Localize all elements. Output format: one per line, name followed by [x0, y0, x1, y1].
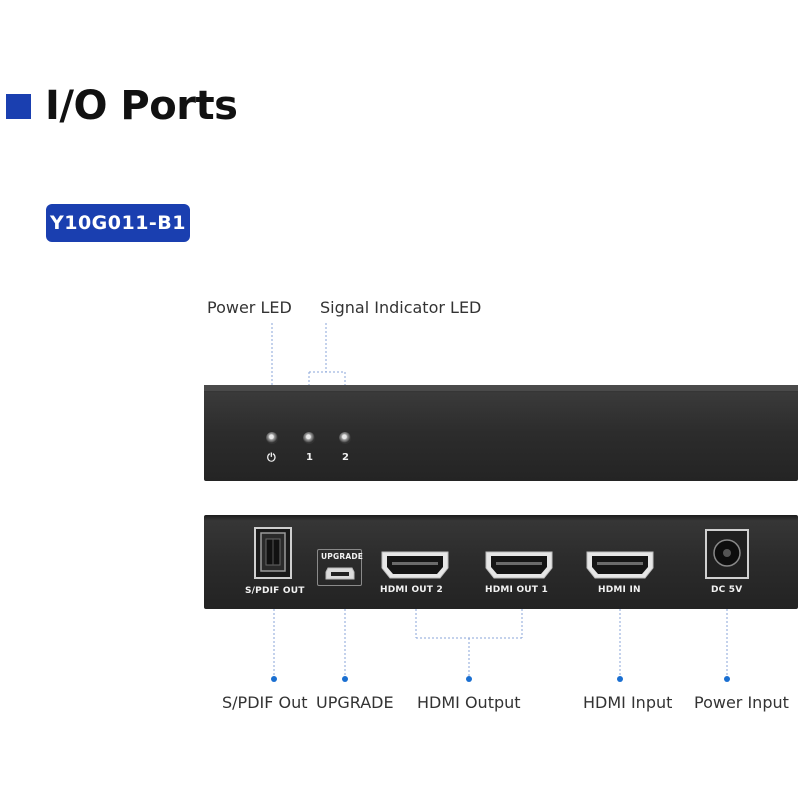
callout-spdif-out: S/PDIF Out — [222, 693, 308, 712]
micro-usb-port-icon — [325, 567, 355, 580]
callout-hdmi-output: HDMI Output — [417, 693, 521, 712]
leader-dot — [466, 676, 472, 682]
callout-signal-led: Signal Indicator LED — [320, 298, 482, 317]
led-label-2: 2 — [342, 452, 349, 463]
leader-dot — [271, 676, 277, 682]
callout-upgrade: UPGRADE — [316, 693, 394, 712]
model-badge: Y10G011-B1 — [46, 204, 190, 242]
spdif-port-icon — [254, 527, 292, 579]
port-label-spdif-out: S/PDIF OUT — [245, 586, 305, 596]
port-label-hdmi-out-1: HDMI OUT 1 — [485, 585, 548, 595]
leader-dot — [617, 676, 623, 682]
port-label-upgrade: UPGRADE — [321, 552, 364, 561]
leader-dot — [342, 676, 348, 682]
heading-square-icon — [6, 93, 31, 119]
leader-dot — [724, 676, 730, 682]
callout-power-input: Power Input — [694, 693, 789, 712]
front-panel: ⏻ 1 2 — [204, 385, 798, 481]
port-label-hdmi-out-2: HDMI OUT 2 — [380, 585, 443, 595]
callout-hdmi-input: HDMI Input — [583, 693, 673, 712]
hdmi-out-2-port-icon — [381, 551, 449, 579]
callout-power-led: Power LED — [207, 298, 292, 317]
hdmi-out-1-port-icon — [485, 551, 553, 579]
page-title: I/O Ports — [45, 83, 238, 129]
back-panel: S/PDIF OUT UPGRADE HDMI OUT 2 HDMI OUT 1… — [204, 515, 798, 609]
signal-led-1-icon — [303, 432, 315, 444]
page-heading: I/O Ports — [6, 83, 238, 129]
led-label-1: 1 — [306, 452, 313, 463]
signal-led-2-icon — [339, 432, 351, 444]
port-label-hdmi-in: HDMI IN — [598, 585, 641, 595]
hdmi-in-port-icon — [586, 551, 654, 579]
port-label-dc-5v: DC 5V — [711, 585, 743, 595]
dc-power-port-icon — [705, 529, 749, 579]
power-symbol-icon: ⏻ — [267, 451, 276, 464]
power-led-icon — [266, 432, 278, 444]
upgrade-port-frame — [317, 549, 362, 586]
